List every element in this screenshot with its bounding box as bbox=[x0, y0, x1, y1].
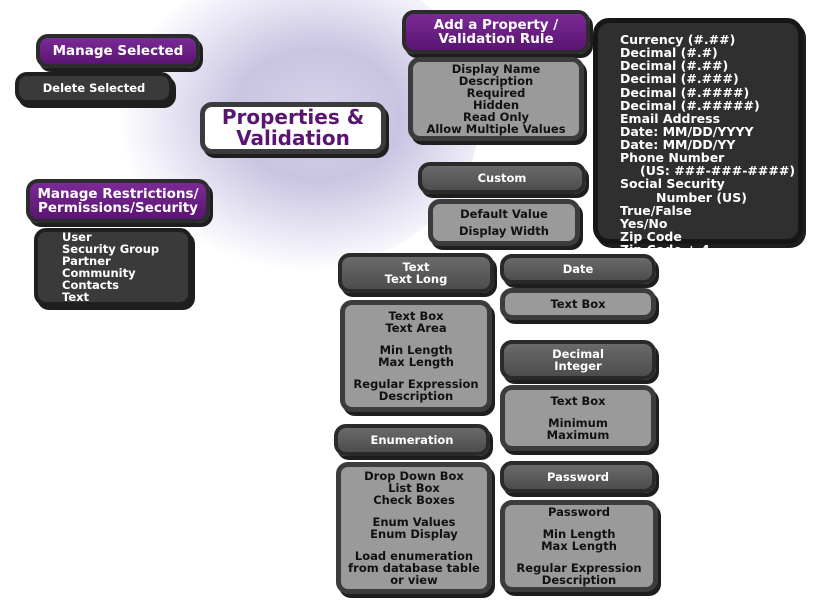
enum-value: Enum Values bbox=[372, 514, 456, 529]
data-type: Zip Code bbox=[620, 228, 682, 244]
text-options-box: Text Box Text Area Min Length Max Length… bbox=[340, 300, 492, 412]
password-regex: Description bbox=[541, 573, 617, 588]
property-field: Display Name bbox=[451, 61, 541, 76]
property-field: Required bbox=[466, 85, 526, 100]
password-header: Password bbox=[500, 461, 656, 493]
text-length: Max Length bbox=[378, 355, 454, 369]
data-type: Social Security bbox=[620, 176, 725, 192]
manage-selected-box: Manage Selected bbox=[36, 34, 200, 68]
restriction-item: User bbox=[62, 229, 92, 244]
enum-load: Load enumeration bbox=[354, 549, 474, 564]
property-field: Read Only bbox=[462, 110, 530, 125]
data-type: (US: ###-###-####) bbox=[640, 163, 796, 179]
restriction-items-box: User Security Group Partner Community Co… bbox=[34, 228, 192, 306]
data-type: Decimal (#.#) bbox=[620, 45, 718, 61]
decimal-range: Minimum bbox=[548, 415, 608, 430]
manage-restrictions-box: Manage Restrictions/ Permissions/Securit… bbox=[26, 179, 210, 223]
data-type: Currency (#.##) bbox=[620, 32, 736, 47]
data-type: Decimal (#.#####) bbox=[620, 97, 760, 113]
property-fields-box: Display Name Description Required Hidden… bbox=[408, 57, 584, 141]
text-header: Text Text Long bbox=[338, 253, 494, 293]
text-control: Text Area bbox=[385, 320, 447, 335]
property-field: Hidden bbox=[472, 98, 520, 112]
enum-load: or view bbox=[390, 573, 438, 588]
data-type: Email Address bbox=[620, 110, 721, 126]
property-field: Description bbox=[458, 73, 534, 88]
decimal-range: Maximum bbox=[546, 428, 610, 443]
data-type: Yes/No bbox=[620, 215, 668, 231]
property-field: Allow Multiple Values bbox=[426, 122, 566, 137]
custom-field: Display Width bbox=[459, 223, 549, 238]
text-regex: Description bbox=[378, 389, 454, 404]
enum-load: from database table bbox=[348, 561, 480, 576]
data-type: Decimal (#.##) bbox=[620, 58, 729, 74]
data-type: True/False bbox=[620, 202, 692, 218]
title-line: Validation bbox=[236, 126, 350, 150]
custom-field: Default Value bbox=[460, 207, 548, 222]
enum-value: Enum Display bbox=[370, 527, 458, 541]
date-control: Text Box bbox=[550, 296, 606, 311]
data-types-box: Currency (#.##) Decimal (#.#) Decimal (#… bbox=[593, 18, 803, 256]
title-line: Properties & bbox=[221, 105, 365, 129]
restriction-item: Text bbox=[62, 290, 90, 305]
password-length: Min Length bbox=[542, 526, 616, 541]
date-header: Date bbox=[500, 254, 656, 284]
enum-control: Check Boxes bbox=[373, 492, 455, 507]
text-control: Text Box bbox=[388, 308, 444, 323]
page-title: Properties & Validation bbox=[200, 102, 386, 154]
data-type: Decimal (#.###) bbox=[620, 71, 739, 87]
text-regex: Regular Expression bbox=[353, 377, 479, 392]
data-type: Number (US) bbox=[656, 189, 747, 205]
restriction-item: Contacts bbox=[62, 278, 119, 293]
data-type: Date: MM/DD/YY bbox=[620, 137, 736, 152]
custom-header: Custom bbox=[418, 162, 586, 194]
enumeration-options-box: Drop Down Box List Box Check Boxes Enum … bbox=[336, 462, 492, 594]
enum-control: Drop Down Box bbox=[364, 468, 464, 483]
restriction-item: Security Group bbox=[62, 241, 160, 256]
text-length: Min Length bbox=[379, 342, 453, 357]
data-type: Phone Number bbox=[620, 150, 725, 166]
data-type: Decimal (#.####) bbox=[620, 84, 750, 100]
restriction-item: Community bbox=[62, 266, 136, 280]
decimal-options-box: Text Box Minimum Maximum bbox=[500, 385, 656, 451]
data-type: Zip Code + 4 bbox=[620, 242, 710, 257]
password-control: Password bbox=[548, 504, 610, 519]
password-length: Max Length bbox=[541, 538, 617, 553]
date-options-box: Text Box bbox=[500, 288, 656, 320]
enum-control: List Box bbox=[388, 480, 440, 495]
data-type: Date: MM/DD/YYYY bbox=[620, 123, 754, 139]
decimal-header: Decimal Integer bbox=[500, 340, 656, 380]
decimal-control: Text Box bbox=[550, 393, 606, 408]
enumeration-header: Enumeration bbox=[334, 424, 490, 456]
add-property-box: Add a Property / Validation Rule bbox=[402, 10, 590, 54]
password-regex: Regular Expression bbox=[516, 561, 642, 576]
restriction-item: Partner bbox=[62, 253, 111, 268]
password-options-box: Password Min Length Max Length Regular E… bbox=[500, 500, 658, 592]
delete-selected-box: Delete Selected bbox=[15, 72, 173, 104]
custom-fields-box: Default Value Display Width bbox=[428, 199, 580, 246]
